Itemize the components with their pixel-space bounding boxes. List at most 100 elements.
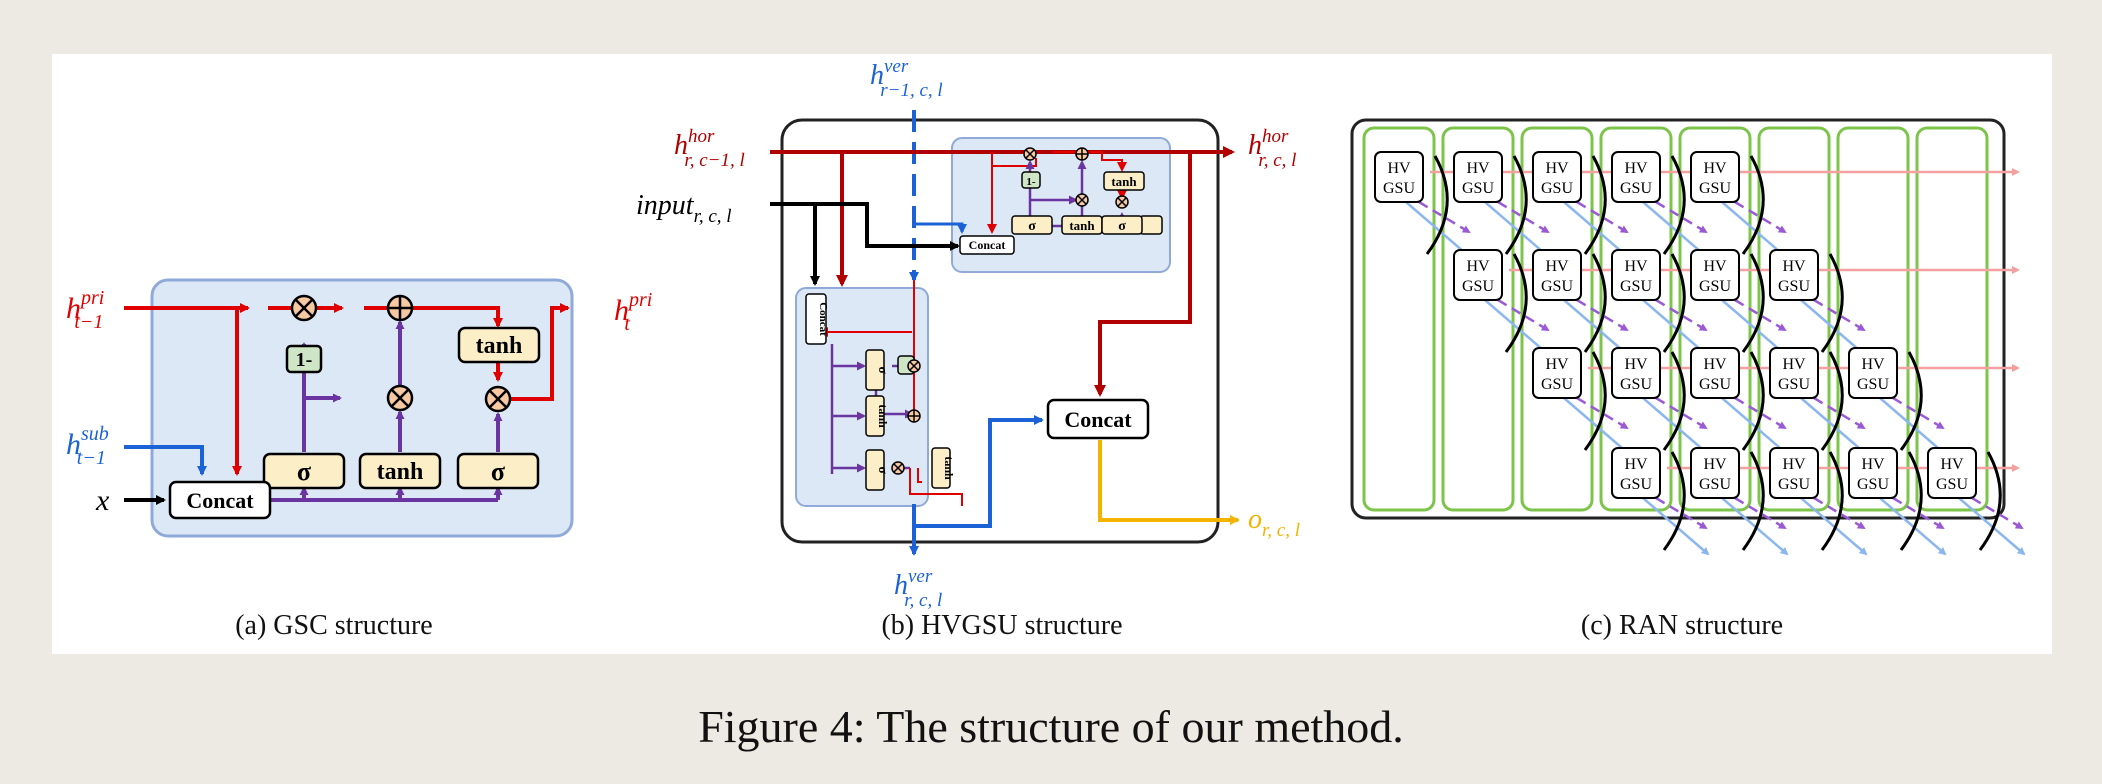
hvgsu-diagram: 1- tanh tanh σ σ Concat <box>636 56 1300 611</box>
ran-caption: (c) RAN structure <box>1580 610 1784 641</box>
ran-unit-box <box>1532 347 1582 399</box>
ran-diagonal-arrow <box>1793 391 1868 456</box>
gsc-input-x-label: x <box>95 484 110 517</box>
ran-diagonal-arrow <box>1635 195 1710 260</box>
ran-unit-box <box>1611 347 1661 399</box>
ran-unit-label-line1: HV <box>1940 456 1964 473</box>
ran-unit-label-line2: GSU <box>1541 278 1573 295</box>
gsc-one-minus-box <box>285 344 323 374</box>
ran-unit-box <box>1611 249 1661 301</box>
ran-dashed-arrow <box>1734 200 1787 234</box>
hvgsu-outer-box <box>780 118 1220 544</box>
ran-arc <box>1504 155 1528 255</box>
hvgsu-concat-box <box>1046 398 1150 440</box>
ran-unit-label-line1: HV <box>1545 258 1569 275</box>
ran-unit-label-line2: GSU <box>1857 476 1889 493</box>
svg-text:σ: σ <box>876 366 891 373</box>
ran-diagonal-arrow <box>1398 195 1473 260</box>
ran-unit-label-line2: GSU <box>1620 376 1652 393</box>
ran-arc <box>1820 253 1844 353</box>
ran-diagonal-arrow <box>1714 491 1789 556</box>
ran-arc <box>1741 451 1765 551</box>
ran-unit-label-line2: GSU <box>1936 476 1968 493</box>
ran-unit-label-line1: HV <box>1624 160 1648 177</box>
ran-dashed-arrow <box>1734 396 1787 430</box>
ran-dashed-arrow <box>1734 496 1787 530</box>
ran-dashed-arrow <box>1813 496 1866 530</box>
ran-dashed-arrow <box>1971 496 2024 530</box>
ran-unit-label-line2: GSU <box>1699 376 1731 393</box>
ran-unit-box <box>1927 447 1977 499</box>
ran-unit-box <box>1769 347 1819 399</box>
svg-text:tanh: tanh <box>876 404 890 428</box>
ran-arc <box>1741 253 1765 353</box>
ran-dashed-arrow <box>1813 396 1866 430</box>
ran-dashed-arrow <box>1497 200 1550 234</box>
ran-diagonal-arrow <box>1477 293 1552 358</box>
ran-unit-box <box>1690 151 1740 203</box>
svg-text:σ: σ <box>876 466 891 473</box>
ran-diagonal-arrow <box>1635 491 1710 556</box>
ran-unit-label-line1: HV <box>1703 356 1727 373</box>
hvgsu-top-internals: 1- tanh tanh σ σ Concat <box>959 147 1163 255</box>
ran-unit-label-line1: HV <box>1861 356 1885 373</box>
ran-dashed-arrow <box>1655 396 1708 430</box>
ran-arc <box>1741 351 1765 451</box>
ran-unit-box <box>1453 151 1503 203</box>
ran-unit-label-line1: HV <box>1703 456 1727 473</box>
ran-diagonal-arrow <box>1556 195 1631 260</box>
ran-unit-label-line1: HV <box>1545 160 1569 177</box>
hvgsu-left-internals: Concat σ tanh σ tanh <box>805 280 963 506</box>
ran-arc <box>1425 155 1449 255</box>
ran-unit-label-line2: GSU <box>1699 476 1731 493</box>
gsc-sigma-1-box <box>262 452 346 490</box>
ran-unit-label-line2: GSU <box>1699 180 1731 197</box>
ran-unit-box <box>1769 249 1819 301</box>
gsc-times-op-2 <box>386 384 414 412</box>
ran-diagonal-arrow <box>1635 391 1710 456</box>
gsc-plus-op <box>386 294 414 322</box>
figure-caption: Figure 4: The structure of our method. <box>698 701 1404 752</box>
ran-dashed-arrow <box>1734 298 1787 332</box>
ran-column-8 <box>1915 126 1989 512</box>
svg-text:σ: σ <box>1118 219 1126 234</box>
svg-text:σ: σ <box>1028 219 1036 234</box>
ran-arc <box>1820 451 1844 551</box>
ran-unit-label-line2: GSU <box>1541 180 1573 197</box>
svg-text:tanh: tanh <box>1111 174 1137 189</box>
ran-diagonal-arrow <box>1872 491 1947 556</box>
gsc-concat-box <box>168 480 272 520</box>
ran-unit-box <box>1690 347 1740 399</box>
gsc-one-minus-label: 1- <box>296 349 313 371</box>
ran-arc <box>1504 253 1528 353</box>
gsc-tanh-top-label: tanh <box>476 333 523 359</box>
ran-unit-box <box>1611 447 1661 499</box>
gsc-sigma-1-label: σ <box>297 457 311 486</box>
ran-outer-frame <box>1350 118 2006 520</box>
gsc-times-op-1 <box>290 294 318 322</box>
ran-column-1 <box>1362 126 1436 512</box>
ran-unit-label-line2: GSU <box>1620 476 1652 493</box>
svg-text:Concat: Concat <box>817 302 829 336</box>
ran-unit-label-line1: HV <box>1466 258 1490 275</box>
hvgsu-concat-label: Concat <box>1064 407 1132 432</box>
ran-arc <box>1662 451 1686 551</box>
ran-diagonal-arrow <box>1714 293 1789 358</box>
ran-diagonal-arrow <box>1556 293 1631 358</box>
ran-unit-label-line2: GSU <box>1857 376 1889 393</box>
ran-diagram: HV GSU HV GSU HV GSU HV GSU HV GSU HV GSU HV GSU HV GSU… <box>1350 118 2026 556</box>
svg-text:Concat: Concat <box>969 238 1006 252</box>
ran-dashed-arrow <box>1892 496 1945 530</box>
ran-unit-box <box>1453 249 1503 301</box>
ran-dashed-arrow <box>1655 298 1708 332</box>
ran-unit-box <box>1690 447 1740 499</box>
ran-arc <box>1978 451 2002 551</box>
ran-dashed-arrow <box>1813 298 1866 332</box>
ran-unit-box <box>1374 151 1424 203</box>
ran-unit-label-line2: GSU <box>1620 278 1652 295</box>
